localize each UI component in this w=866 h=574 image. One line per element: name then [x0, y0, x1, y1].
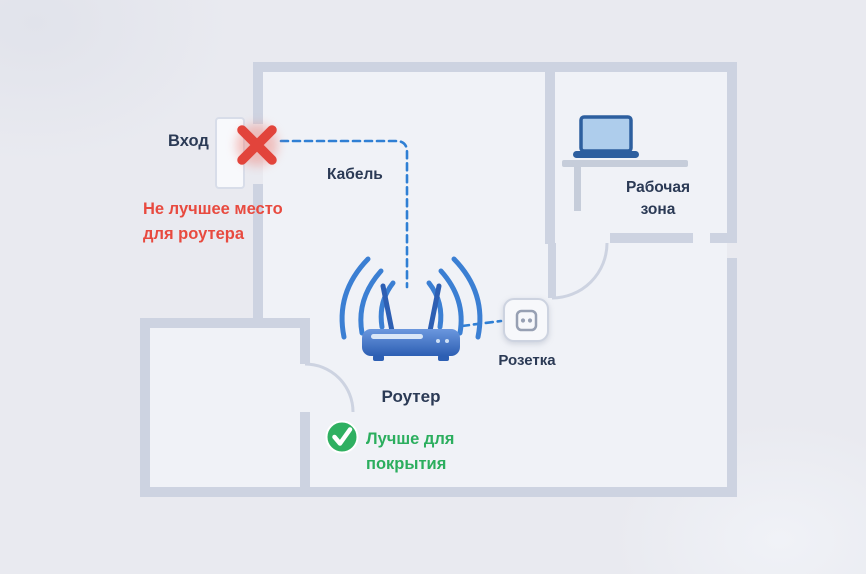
wall-right-upper: [727, 62, 737, 233]
router-antenna-left: [380, 283, 395, 334]
router-foot-left: [373, 355, 384, 361]
wifi-wave-right-outer: [451, 256, 483, 340]
socket-hole-right: [527, 318, 533, 323]
socket-outline: [515, 309, 538, 332]
router-led-2: [445, 339, 449, 343]
cross-icon: [236, 124, 278, 166]
router-foot-right: [438, 355, 449, 361]
work-zone-line-1: Рабочая: [625, 179, 691, 196]
apartment-floor: [150, 72, 727, 487]
wall-right-lower: [727, 258, 737, 487]
wifi-waves-icon: [339, 256, 483, 340]
laptop-icon: [573, 115, 639, 158]
cable-label: Кабель: [327, 166, 383, 183]
router-label: Роутер: [381, 387, 441, 406]
router-body: [362, 329, 460, 356]
socket-plate: [503, 298, 549, 342]
wall-room-right-lower: [300, 412, 310, 487]
door-arc-small-room: [304, 362, 355, 413]
work-zone-label: Рабочая зона: [608, 177, 708, 222]
bad-place-note: Не лучшее место для роутера: [143, 197, 283, 247]
work-zone-line-2: зона: [640, 201, 676, 219]
laptop-base: [573, 151, 639, 158]
router-led-1: [436, 339, 440, 343]
wall-left-upper: [253, 62, 263, 124]
bad-place-line-1: Не лучшее место: [143, 200, 283, 218]
wall-room-left: [140, 318, 150, 497]
good-place-line-1: Лучше для: [366, 430, 455, 448]
wall-room-right-upper: [300, 318, 310, 364]
socket-hole-left: [520, 318, 526, 323]
wall-room-top: [140, 318, 310, 328]
wall-workroom-divider: [545, 62, 555, 244]
cross-mark: [237, 125, 277, 165]
wall-left-lower: [253, 184, 263, 328]
cable-line-entrance-to-router: [279, 139, 409, 289]
wifi-wave-left-inner: [378, 280, 396, 330]
entrance-label: Вход: [168, 132, 209, 150]
walls: [140, 62, 737, 497]
wifi-wave-right-mid: [438, 268, 464, 336]
laptop-screen: [579, 115, 633, 153]
wall-top: [253, 62, 737, 72]
desk-leg: [574, 167, 581, 211]
wifi-wave-left-outer: [339, 256, 371, 340]
desk-icon: [562, 160, 688, 211]
check-icon: [325, 420, 359, 454]
bad-place-line-2: для роутера: [143, 224, 244, 243]
router-antenna-right: [427, 283, 442, 334]
check-mark: [332, 427, 353, 446]
wifi-wave-right-inner: [426, 280, 444, 330]
good-place-line-2: покрытия: [366, 454, 447, 473]
small-room-floor: [150, 318, 300, 487]
door-arcs: [304, 242, 609, 413]
wall-workroom-bottom-b: [710, 233, 737, 243]
wall-bottom: [140, 487, 737, 497]
wifi-wave-left-mid: [358, 268, 384, 336]
router-body-stripe: [371, 334, 423, 339]
socket-label: Розетка: [498, 352, 556, 369]
good-place-note: Лучше для покрытия: [366, 427, 454, 477]
socket-icon: [503, 298, 549, 342]
desk-top: [562, 160, 688, 167]
door-arc-workroom: [551, 242, 609, 300]
router-icon: [339, 256, 483, 361]
door-leaf-workroom: [548, 243, 556, 298]
wall-workroom-bottom-a: [610, 233, 693, 243]
